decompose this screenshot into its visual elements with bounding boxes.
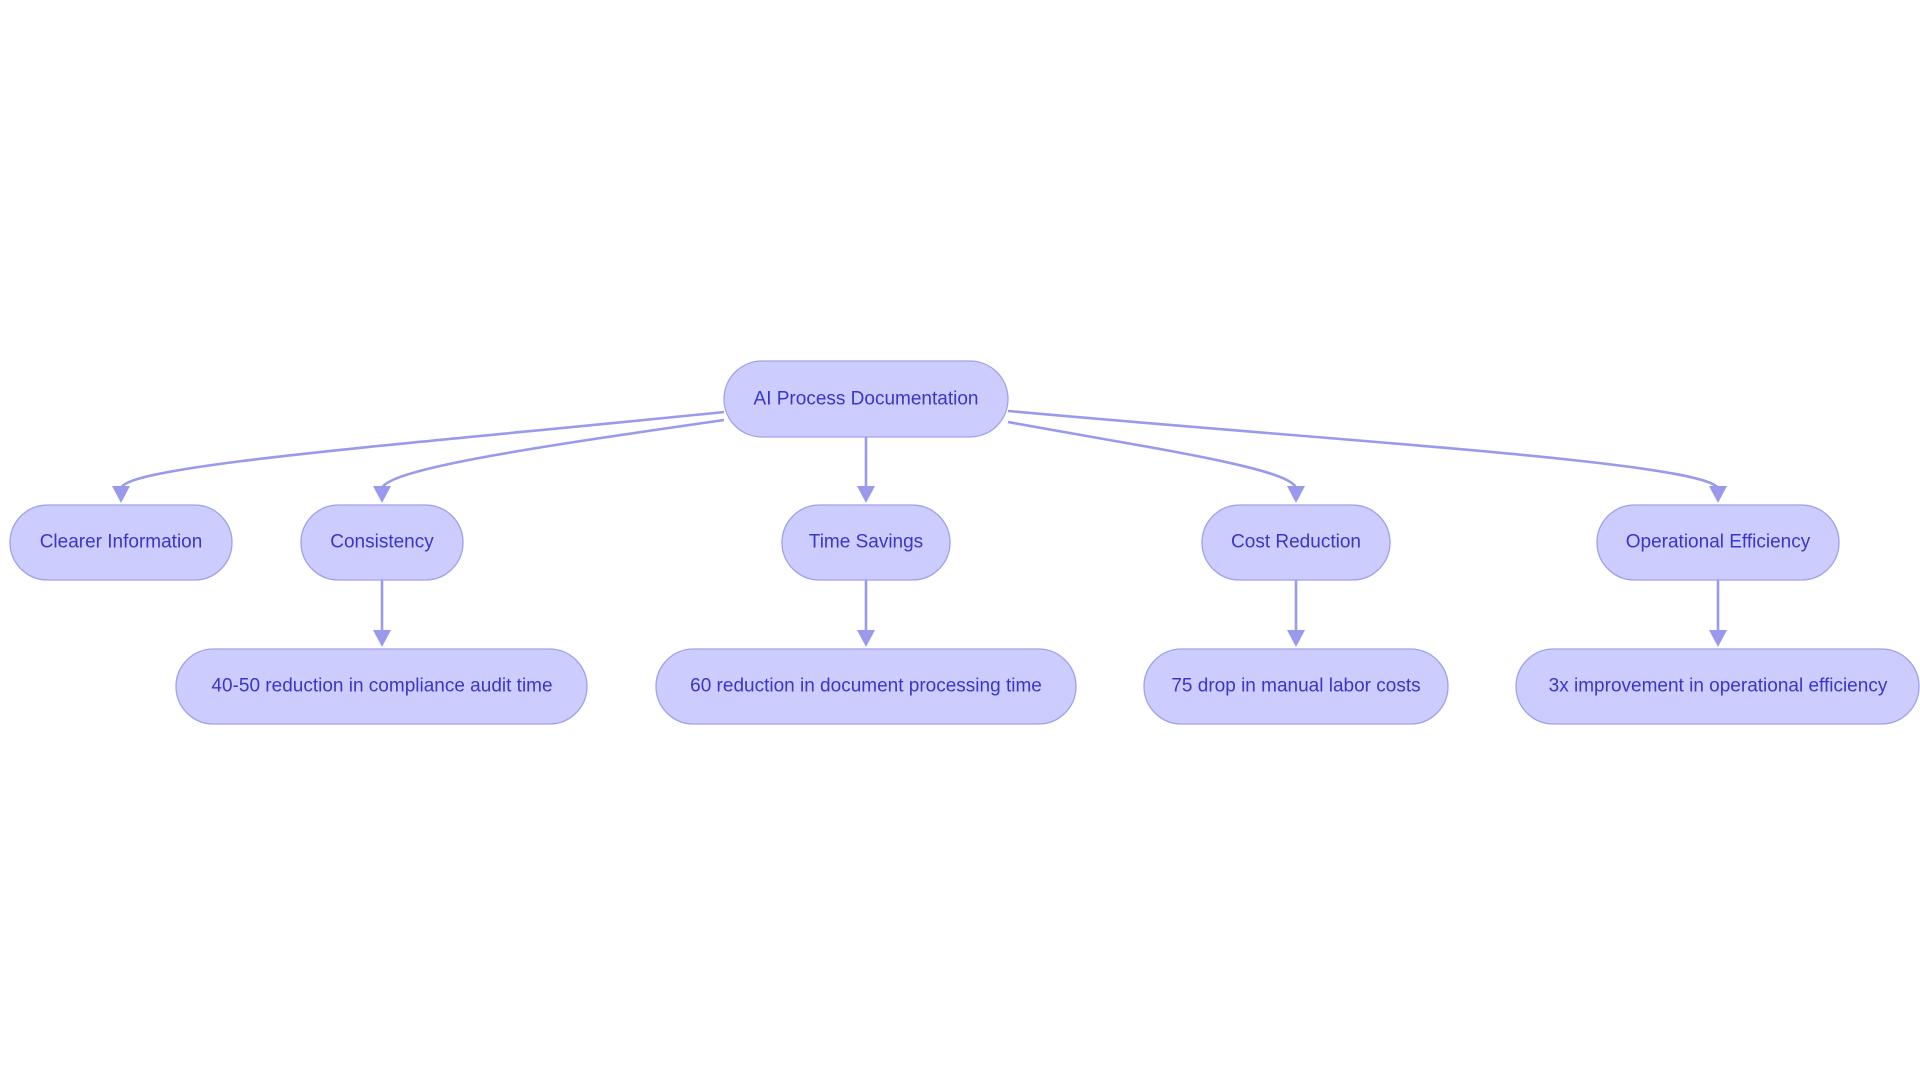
node-time-savings-label: Time Savings [809,532,923,553]
node-clearer-information: Clearer Information [9,504,233,581]
arrow-cost-reduction [1287,486,1305,503]
node-cost-reduction-label: Cost Reduction [1231,532,1361,553]
node-time-savings: Time Savings [781,504,951,581]
node-consistency: Consistency [300,504,464,581]
arrow-cost-reduction-detail [1287,630,1305,647]
arrow-clearer-information [112,486,130,503]
node-root-label: AI Process Documentation [754,389,979,410]
node-time-savings-detail: 60 reduction in document processing time [655,648,1077,725]
arrow-operational-efficiency [1709,486,1727,503]
node-operational-efficiency-detail: 3x improvement in operational efficiency [1515,648,1920,725]
node-root: AI Process Documentation [723,360,1009,438]
node-consistency-detail: 40-50 reduction in compliance audit time [175,648,588,725]
node-cost-reduction-detail-label: 75 drop in manual labor costs [1171,676,1420,697]
arrow-operational-efficiency-detail [1709,630,1727,647]
node-consistency-detail-label: 40-50 reduction in compliance audit time [211,676,552,697]
arrow-consistency-detail [373,630,391,647]
arrow-time-savings [857,486,875,503]
edge-root-consistency [380,418,725,489]
arrow-time-savings-detail [857,630,875,647]
edges [112,409,1727,647]
edge-root-cost-reduction [1007,420,1298,489]
node-consistency-label: Consistency [330,532,434,553]
node-operational-efficiency: Operational Efficiency [1596,504,1840,581]
arrow-consistency [373,486,391,503]
node-cost-reduction: Cost Reduction [1201,504,1391,581]
node-cost-reduction-detail: 75 drop in manual labor costs [1143,648,1449,725]
node-time-savings-detail-label: 60 reduction in document processing time [690,676,1042,697]
node-clearer-information-label: Clearer Information [40,532,203,553]
node-operational-efficiency-label: Operational Efficiency [1626,532,1811,553]
node-operational-efficiency-detail-label: 3x improvement in operational efficiency [1549,676,1888,697]
edge-root-clearer-information [119,410,725,489]
edge-root-operational-efficiency [1007,409,1720,489]
